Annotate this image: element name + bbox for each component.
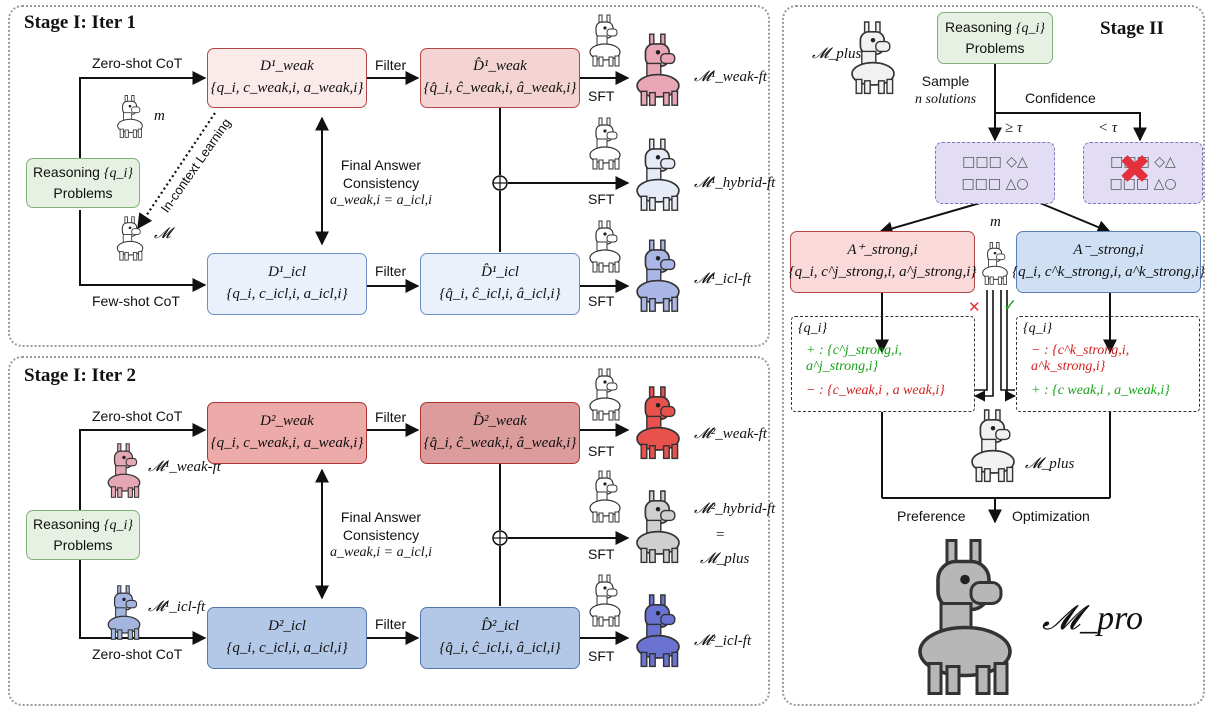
llama-icon bbox=[585, 572, 625, 628]
llama-icon bbox=[630, 135, 686, 213]
preference-label: Preference bbox=[897, 508, 966, 524]
llama-icon bbox=[585, 12, 625, 68]
llama-icon bbox=[103, 440, 145, 500]
in-icl-ft: 𝓜¹_icl-ft bbox=[148, 599, 206, 615]
out-weak-ft: 𝓜¹_weak-ft bbox=[694, 69, 767, 85]
llama-icon bbox=[585, 366, 625, 422]
llama-icon bbox=[585, 115, 625, 171]
sft-label: SFT bbox=[588, 191, 615, 207]
armored-llama-icon bbox=[630, 486, 686, 566]
m-plus-label: 𝓜_plus bbox=[812, 46, 862, 62]
high-confidence-solutions: □□□ ◇△□□□ △○ bbox=[935, 142, 1055, 204]
in-weak-ft: 𝓜¹_weak-ft bbox=[148, 459, 221, 475]
dhat-weak-box: D̂¹_weak {q̂_i, ĉ_weak,i, â_weak,i} bbox=[420, 48, 580, 108]
sample-label: Sample n solutions bbox=[915, 73, 977, 107]
cross-icon: ✕ bbox=[968, 298, 981, 316]
few-shot-label: Few-shot CoT bbox=[92, 293, 180, 309]
llama-icon bbox=[113, 93, 147, 139]
llama-icon bbox=[103, 582, 145, 642]
reasoning-label: Reasoning bbox=[33, 164, 100, 181]
filter-label: Filter bbox=[375, 409, 407, 425]
check-icon: ✓ bbox=[1003, 296, 1018, 316]
d-icl-box: D¹_icl {q_i, c_icl,i, a_icl,i} bbox=[207, 253, 367, 315]
lt-tau-label: < τ bbox=[1098, 120, 1118, 136]
stage1-iter1-panel bbox=[8, 5, 770, 347]
optimization-label: Optimization bbox=[1012, 508, 1090, 524]
llama-icon bbox=[630, 382, 686, 462]
out-hybrid-ft: 𝓜¹_hybrid-ft bbox=[694, 175, 776, 191]
a-strong-negative-box: A⁻_strong,i {q_i, c^k_strong,i, a^k_stro… bbox=[1012, 231, 1205, 293]
zero-shot-label: Zero-shot CoT bbox=[92, 55, 183, 71]
llama-icon bbox=[585, 218, 625, 274]
llama-icon bbox=[630, 590, 686, 670]
filter-label: Filter bbox=[375, 57, 407, 73]
filter-label: Filter bbox=[375, 616, 407, 632]
sft-label: SFT bbox=[588, 648, 615, 664]
low-confidence-solutions: □□□ ◇△□□□ △○ bbox=[1083, 142, 1203, 204]
reasoning-problems-box: Reasoning {q_i} Problems bbox=[26, 158, 140, 208]
m-small-label: m bbox=[990, 214, 1001, 230]
dhat-icl-box: D̂¹_icl {q̂_i, ĉ_icl,i, â_icl,i} bbox=[420, 253, 580, 315]
m-small-label: m bbox=[154, 108, 165, 124]
a-strong-positive-box: A⁺_strong,i {q_i, c^j_strong,i, a^j_stro… bbox=[789, 231, 976, 293]
stage1-iter2-panel bbox=[8, 356, 770, 706]
m-pro-label: 𝓜_pro bbox=[1042, 600, 1144, 637]
left-preference-pair: {q_i} + : {c^j_strong,i, a^j_strong,i} −… bbox=[791, 316, 975, 412]
iter1-title: Stage I: Iter 1 bbox=[24, 12, 137, 33]
out-weak-ft: 𝓜²_weak-ft bbox=[694, 426, 767, 442]
zero-shot-label: Zero-shot CoT bbox=[92, 408, 183, 424]
llama-icon bbox=[630, 30, 686, 108]
out-hybrid-ft: 𝓜²_hybrid-ft bbox=[694, 501, 776, 517]
dhat-weak-box: D̂²_weak {q̂_i, ĉ_weak,i, â_weak,i} bbox=[420, 402, 580, 464]
sft-label: SFT bbox=[588, 88, 615, 104]
stage2-title: Stage II bbox=[1100, 18, 1164, 39]
out-m-plus: 𝓜_plus bbox=[700, 551, 750, 567]
llama-icon bbox=[630, 236, 686, 314]
dhat-icl-box: D̂²_icl {q̂_i, ĉ_icl,i, â_icl,i} bbox=[420, 607, 580, 669]
problems-label: Problems bbox=[53, 185, 113, 201]
armored-llama-icon bbox=[905, 528, 1025, 703]
d-weak-box: D²_weak {q_i, c_weak,i, a_weak,i} bbox=[207, 402, 367, 464]
fac-block: Final Answer Consistency a_weak,i = a_ic… bbox=[330, 156, 432, 209]
stage2-panel bbox=[782, 5, 1205, 706]
filter-label: Filter bbox=[375, 263, 407, 279]
sft-label: SFT bbox=[588, 293, 615, 309]
confidence-label: Confidence bbox=[1025, 90, 1096, 106]
d-icl-box: D²_icl {q_i, c_icl,i, a_icl,i} bbox=[207, 607, 367, 669]
zero-shot-label: Zero-shot CoT bbox=[92, 646, 183, 662]
fac-block: Final Answer Consistency a_weak,i = a_ic… bbox=[330, 508, 432, 561]
ge-tau-label: ≥ τ bbox=[1005, 120, 1023, 136]
sft-label: SFT bbox=[588, 443, 615, 459]
equals-sign: = bbox=[716, 527, 725, 543]
llama-icon bbox=[113, 213, 147, 263]
d-weak-box: D¹_weak {q_i, c_weak,i, a_weak,i} bbox=[207, 48, 367, 108]
llama-icon bbox=[585, 468, 625, 524]
out-icl-ft: 𝓜¹_icl-ft bbox=[694, 271, 752, 287]
m-plus-label: 𝓜_plus bbox=[1025, 456, 1075, 472]
iter2-title: Stage I: Iter 2 bbox=[24, 365, 137, 386]
reasoning-problems-box: Reasoning {q_i} Problems bbox=[937, 12, 1053, 64]
qi-label: {q_i} bbox=[103, 166, 133, 182]
armored-llama-icon bbox=[845, 12, 901, 102]
llama-icon bbox=[978, 240, 1012, 286]
right-preference-pair: {q_i} − : {c^k_strong,i, a^k_strong,i} +… bbox=[1016, 316, 1200, 412]
armored-llama-icon bbox=[965, 402, 1021, 488]
m-big-label: 𝓜 bbox=[154, 226, 171, 242]
out-icl-ft: 𝓜²_icl-ft bbox=[694, 633, 752, 649]
sft-label: SFT bbox=[588, 546, 615, 562]
reasoning-problems-box: Reasoning {q_i} Problems bbox=[26, 510, 140, 560]
cross-icon: ✖ bbox=[1118, 147, 1152, 193]
